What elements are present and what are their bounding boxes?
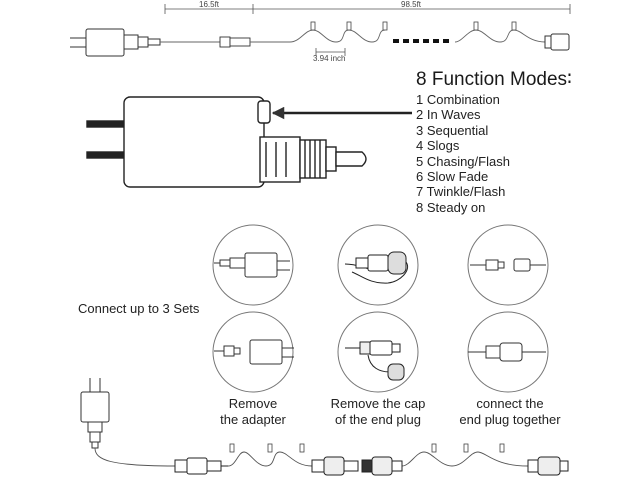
step-remove-adapter-caption: Remove the adapter bbox=[203, 396, 303, 428]
step-remove-cap-caption: Remove the cap of the end plug bbox=[318, 396, 438, 428]
bulb-spacing-label: 3.94 inch bbox=[313, 54, 346, 63]
mode-item: 2 In Waves bbox=[416, 107, 481, 123]
inset-circles bbox=[212, 224, 549, 393]
top-wire bbox=[160, 29, 546, 48]
inset-adapter-removed bbox=[214, 339, 294, 365]
bottom-chain-wire bbox=[94, 447, 529, 467]
top-bulbs bbox=[310, 21, 517, 31]
modes-list: 1 Combination 2 In Waves 3 Sequential 4 … bbox=[416, 92, 510, 215]
mode-item: 7 Twinkle/Flash bbox=[416, 184, 506, 200]
top-adapter bbox=[70, 28, 161, 57]
mode-item: 1 Combination bbox=[416, 92, 500, 107]
caption-line: Remove bbox=[228, 396, 278, 411]
inset-cap-removed bbox=[345, 340, 405, 381]
modes-title: 8 Function Modes∶ bbox=[416, 69, 572, 90]
caption-line: Remove the cap bbox=[330, 396, 426, 411]
caption-line: connect the bbox=[476, 396, 544, 411]
dimension-lines bbox=[164, 4, 571, 56]
step-connect-plugs-caption: connect the end plug together bbox=[450, 396, 570, 428]
mode-item: 8 Steady on bbox=[416, 199, 486, 215]
caption-line: of the end plug bbox=[334, 412, 422, 427]
mode-item: 5 Chasing/Flash bbox=[416, 153, 510, 169]
bottom-adapter bbox=[80, 378, 110, 449]
ellipsis-dots bbox=[393, 39, 449, 43]
inset-plugs-joined bbox=[468, 342, 546, 362]
connect-sets-label: Connect up to 3 Sets bbox=[78, 301, 200, 316]
bottom-connectors bbox=[174, 456, 569, 476]
caption-line: the adapter bbox=[220, 412, 286, 427]
string-length-label: 98.5ft bbox=[401, 0, 422, 9]
inset-capped-plug bbox=[344, 251, 408, 284]
lead-length-label: 16.5ft bbox=[199, 0, 220, 9]
caption-line: end plug together bbox=[459, 412, 561, 427]
bottom-bulbs bbox=[229, 443, 505, 453]
inset-adapter-with-plug bbox=[214, 252, 290, 278]
controller-large bbox=[86, 96, 367, 188]
mode-item: 3 Sequential bbox=[416, 122, 489, 138]
inset-plugs-apart bbox=[470, 258, 546, 272]
end-plug-top bbox=[544, 33, 570, 51]
mode-item: 4 Slogs bbox=[416, 138, 460, 154]
mode-item: 6 Slow Fade bbox=[416, 169, 489, 185]
